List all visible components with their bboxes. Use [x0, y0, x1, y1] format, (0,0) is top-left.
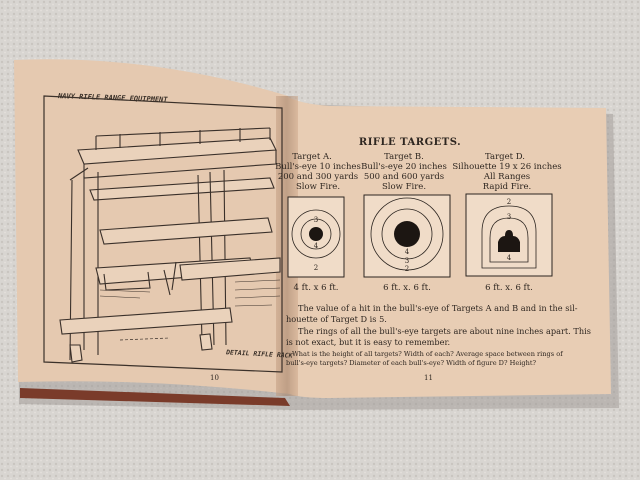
target-b-line2: 500 and 600 yards	[363, 172, 445, 182]
target-d-line3: Rapid Fire.	[482, 182, 532, 192]
target-b-line1: Bull's-eye 20 inches	[361, 162, 447, 172]
target-b-line3: Slow Fire.	[381, 182, 427, 192]
target-b-size: 6 ft. x. 6 ft.	[383, 283, 431, 293]
target-d-ring-label: 3	[506, 213, 512, 221]
target-a-line1: Bull's-eye 10 inches	[275, 162, 361, 172]
target-d-line1: Silhouette 19 x 26 inches	[452, 162, 562, 172]
paragraph-2-line-1: The rings of all the bull's-eye targets …	[298, 326, 591, 336]
target-a-line3: Slow Fire.	[295, 182, 341, 192]
target-d	[465, 193, 553, 277]
left-page-number: 10	[210, 374, 219, 382]
question-line-2: bull's-eye targets? Diameter of each bul…	[286, 359, 537, 367]
target-b-ring-label: 2	[404, 265, 410, 273]
target-b	[363, 194, 451, 278]
target-a-line2: 200 and 300 yards	[277, 172, 359, 182]
target-a-name: Target A.	[292, 152, 332, 162]
target-a-ring-label: 3	[313, 216, 319, 224]
right-page-number: 11	[424, 374, 433, 382]
question-line-1: What is the height of all targets? Width…	[292, 350, 563, 358]
paragraph-1-line-1: The value of a hit in the bull's-eye of …	[298, 303, 578, 313]
target-a-ring-label: 2	[313, 264, 319, 272]
drawing-border	[43, 95, 283, 373]
target-d-ring-label: 4	[506, 254, 512, 262]
cover-edge	[20, 388, 290, 406]
target-d-ring-label: 2	[506, 198, 512, 206]
page-heading: RIFLE TARGETS.	[358, 137, 462, 148]
paragraph-2-line-2: is not exact, but it is easy to remember…	[286, 337, 451, 347]
target-a-ring-label: 4	[313, 242, 319, 250]
target-b-name: Target B.	[384, 152, 424, 162]
target-a	[287, 196, 345, 278]
target-b-ring-label: 4	[404, 248, 410, 256]
target-d-size: 6 ft. x. 6 ft.	[485, 283, 533, 293]
rifle-rack-drawing	[59, 127, 281, 363]
target-d-name: Target D.	[485, 152, 525, 162]
target-d-line2: All Ranges	[483, 172, 531, 182]
target-a-size: 4 ft. x 6 ft.	[293, 283, 339, 293]
target-b-ring-label: 3	[404, 257, 410, 265]
paragraph-1-line-2: houette of Target D is 5.	[286, 314, 387, 324]
